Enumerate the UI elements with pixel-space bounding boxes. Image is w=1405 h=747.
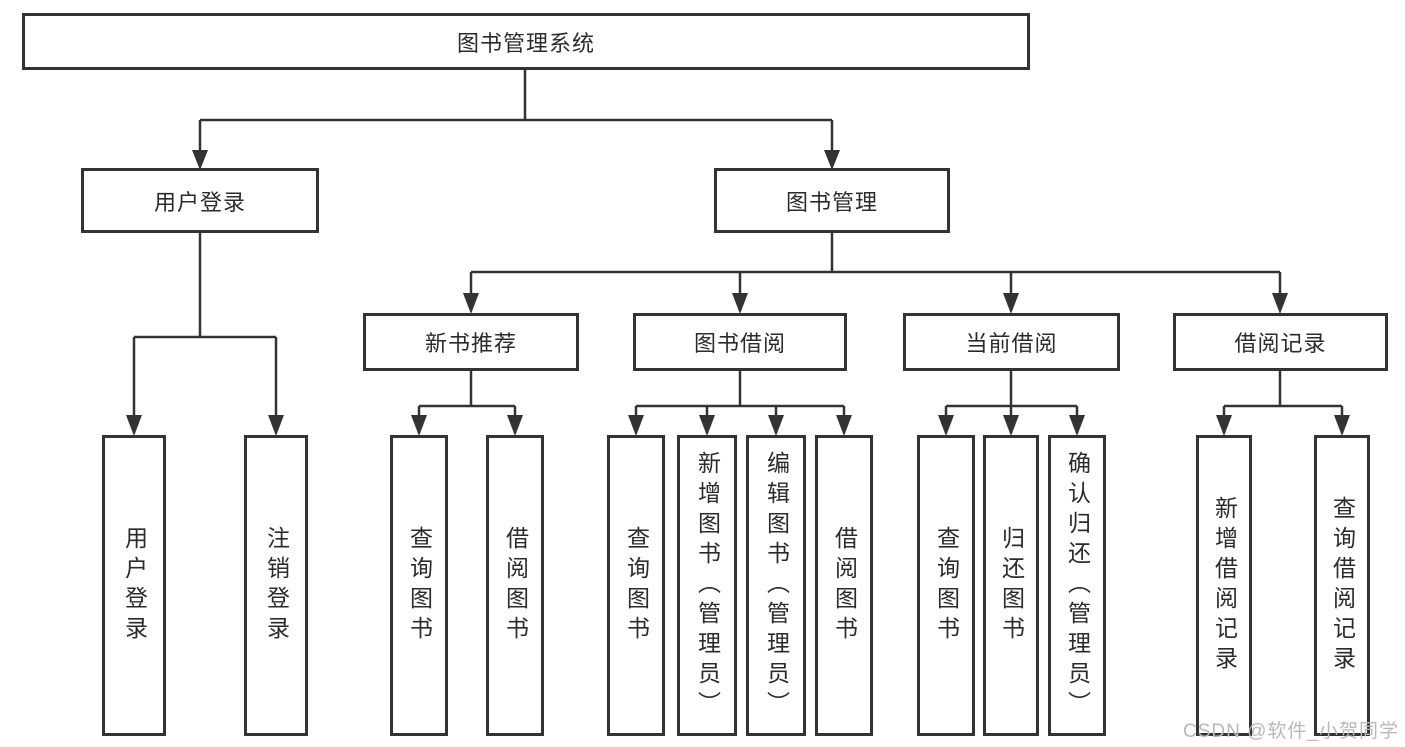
node-add-book-admin-label: 新增图书（管理员）	[694, 450, 721, 721]
node-query-books-borrow-label: 查询图书	[623, 525, 650, 646]
node-return-book-label: 归还图书	[998, 525, 1025, 646]
connector-current-borrow-to-leaves	[938, 371, 1085, 436]
connector-borrow-records-to-leaves	[1216, 371, 1350, 436]
node-query-books-current: 查询图书	[917, 435, 975, 736]
node-query-borrow-record: 查询借阅记录	[1314, 435, 1370, 736]
node-user-login-label: 用户登录	[153, 189, 246, 215]
node-library-system-label: 图书管理系统	[456, 30, 595, 56]
node-confirm-return-admin-label: 确认归还（管理员）	[1064, 450, 1091, 721]
connector-root-to-level1	[192, 70, 840, 170]
node-add-book-admin: 新增图书（管理员）	[677, 435, 737, 736]
node-user-login-leaf: 用户登录	[102, 435, 166, 736]
node-query-books-current-label: 查询图书	[933, 525, 960, 646]
node-logout-leaf: 注销登录	[244, 435, 308, 736]
node-confirm-return-admin: 确认归还（管理员）	[1048, 435, 1106, 736]
node-borrow-books-leaf-label: 借阅图书	[831, 525, 858, 646]
node-book-management-label: 图书管理	[785, 189, 878, 215]
node-return-book: 归还图书	[983, 435, 1039, 736]
node-borrow-records-label: 借阅记录	[1234, 331, 1327, 356]
node-library-system: 图书管理系统	[22, 13, 1030, 70]
node-edit-book-admin-label: 编辑图书（管理员）	[763, 450, 790, 721]
node-query-books-recommend: 查询图书	[390, 435, 448, 736]
node-borrow-records: 借阅记录	[1173, 313, 1388, 371]
node-borrow-books-recommend-label: 借阅图书	[502, 525, 529, 646]
connector-book-borrow-to-leaves	[628, 371, 852, 436]
node-current-borrow: 当前借阅	[903, 313, 1120, 371]
node-book-management: 图书管理	[714, 168, 950, 233]
node-book-borrow-label: 图书借阅	[693, 331, 786, 356]
node-query-borrow-record-label: 查询借阅记录	[1329, 495, 1356, 676]
node-query-books-recommend-label: 查询图书	[406, 525, 433, 646]
node-add-borrow-record-label: 新增借阅记录	[1211, 495, 1238, 676]
connector-book-management-to-level2	[463, 233, 1288, 314]
node-query-books-borrow: 查询图书	[607, 435, 665, 736]
connector-user-login-to-leaves	[126, 233, 284, 436]
csdn-watermark: CSDN @软件_小贺同学	[1183, 721, 1399, 742]
node-borrow-books-recommend: 借阅图书	[486, 435, 544, 736]
connector-new-book-recommend-to-leaves	[411, 371, 523, 436]
node-current-borrow-label: 当前借阅	[965, 331, 1058, 356]
node-new-book-recommend-label: 新书推荐	[424, 331, 517, 356]
node-user-login-leaf-label: 用户登录	[121, 525, 148, 646]
node-edit-book-admin: 编辑图书（管理员）	[746, 435, 806, 736]
node-book-borrow: 图书借阅	[633, 313, 847, 371]
node-new-book-recommend: 新书推荐	[363, 313, 579, 371]
node-borrow-books-leaf: 借阅图书	[815, 435, 873, 736]
node-add-borrow-record: 新增借阅记录	[1196, 435, 1252, 736]
node-logout-leaf-label: 注销登录	[263, 525, 290, 646]
node-user-login: 用户登录	[81, 168, 319, 233]
